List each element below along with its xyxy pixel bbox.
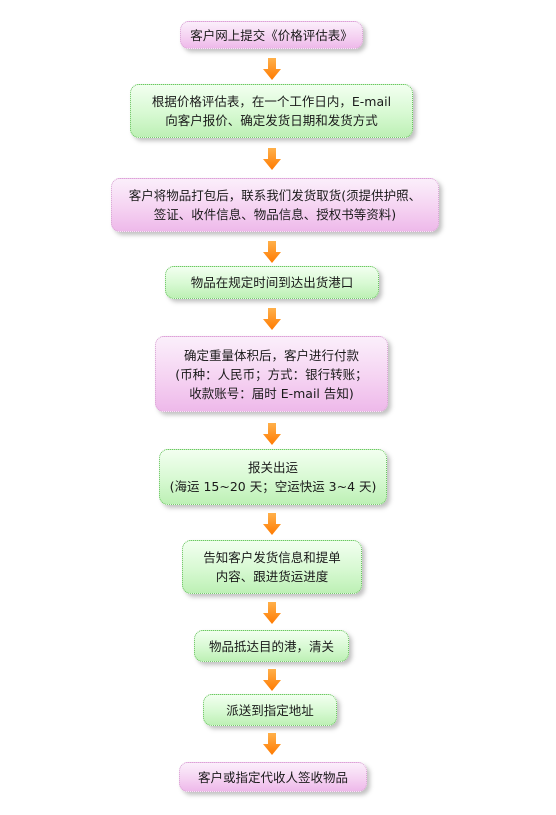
step-text-line: 客户将物品打包后，联系我们发货取货(须提供护照、: [128, 188, 422, 203]
step-text-line: 告知客户发货信息和提单: [203, 550, 341, 565]
step-text-line: 确定重量体积后，客户进行付款: [183, 347, 359, 363]
step-quote: 根据价格评估表，在一个工作日内，E-mail 向客户报价、确定发货日期和发货方式: [130, 84, 413, 138]
step-text-line: (海运 15~20 天；空运快运 3~4 天): [169, 479, 377, 494]
step-sign-receipt: 客户或指定代收人签收物品: [179, 762, 367, 792]
step-destination-clearance: 物品抵达目的港，清关: [194, 630, 349, 662]
step-text-line: (币种：人民币；方式：银行转账；: [175, 366, 368, 382]
step-submit-form: 客户网上提交《价格评估表》: [180, 21, 363, 49]
arrow-down-icon: [263, 602, 281, 624]
arrow-down-icon: [263, 58, 281, 80]
step-text-line: 派送到指定地址: [226, 702, 314, 718]
arrow-down-icon: [263, 513, 281, 535]
step-text-line: 签证、收件信息、物品信息、授权书等资料): [153, 207, 397, 222]
step-pack-contact: 客户将物品打包后，联系我们发货取货(须提供护照、 签证、收件信息、物品信息、授权…: [111, 178, 439, 232]
step-text-line: 客户或指定代收人签收物品: [197, 769, 348, 785]
step-text-line: 内容、跟进货运进度: [215, 569, 329, 584]
step-text-line: 客户网上提交《价格评估表》: [190, 27, 353, 43]
step-text-line: 报关出运: [247, 460, 298, 475]
step-text-line: 收款账号：届时 E-mail 告知): [189, 385, 354, 401]
step-payment: 确定重量体积后，客户进行付款 (币种：人民币；方式：银行转账； 收款账号：届时 …: [155, 336, 388, 412]
step-delivery: 派送到指定地址: [203, 694, 337, 726]
step-text-line: 物品抵达目的港，清关: [208, 638, 334, 654]
arrow-down-icon: [263, 308, 281, 330]
step-arrive-port: 物品在规定时间到达出货港口: [165, 266, 379, 299]
arrow-down-icon: [263, 148, 281, 170]
step-text-line: 物品在规定时间到达出货港口: [190, 275, 354, 290]
arrow-down-icon: [263, 241, 281, 263]
arrow-down-icon: [263, 669, 281, 691]
step-customs-ship: 报关出运 (海运 15~20 天；空运快运 3~4 天): [159, 449, 387, 505]
step-notify: 告知客户发货信息和提单 内容、跟进货运进度: [182, 540, 362, 594]
arrow-down-icon: [263, 423, 281, 445]
arrow-down-icon: [263, 733, 281, 755]
step-text-line: 向客户报价、确定发货日期和发货方式: [165, 113, 378, 128]
step-text-line: 根据价格评估表，在一个工作日内，E-mail: [151, 94, 392, 109]
